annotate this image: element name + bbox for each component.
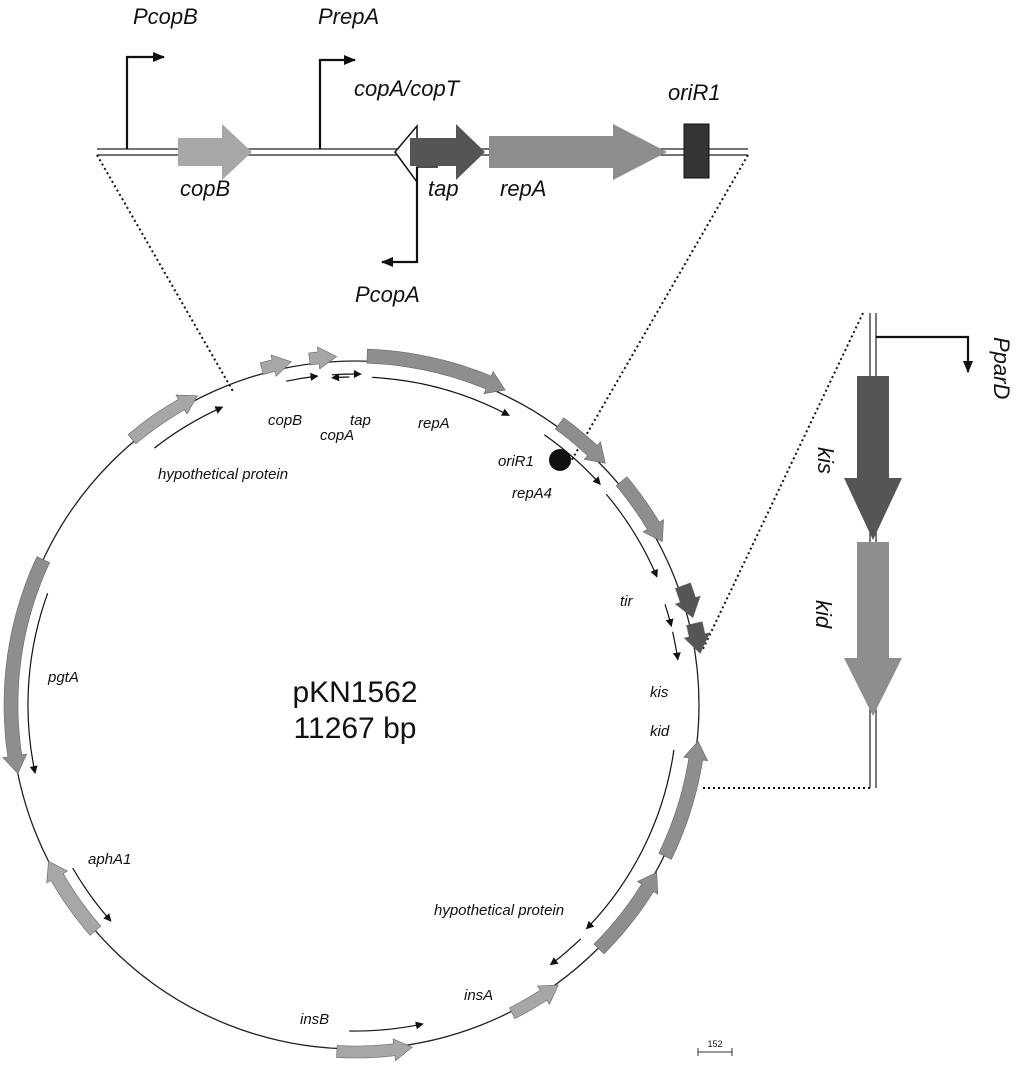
gene-tir-ring: [615, 476, 664, 543]
plasmid-circle: pKN1562 11267 bp copB tap copA repA oriR…: [2, 346, 711, 1062]
kid-gene-arrow: [844, 542, 902, 716]
orf-repa-arrow: [372, 376, 510, 416]
gene-copb2-ring: [308, 346, 338, 370]
orf-insb-arrow: [349, 1021, 424, 1032]
circle-label-kis: kis: [650, 684, 669, 701]
tap-label: tap: [428, 176, 459, 201]
orf-tir-arrow: [605, 493, 658, 578]
circle-label-repa4: repA4: [512, 485, 552, 502]
pcopa-promoter-arrow: [381, 167, 419, 267]
circle-label-tap: tap: [350, 412, 371, 429]
repa-label: repA: [500, 176, 546, 201]
orf-kis-arrow: [664, 604, 674, 628]
copb-label: copB: [180, 176, 230, 201]
gene-insb-ring: [336, 1038, 413, 1062]
scale-bar: 152: [697, 1039, 733, 1056]
orf-tap-arrow: [331, 369, 362, 378]
orf-hyp-top-arrow: [153, 406, 224, 449]
gene-copb-ring: [259, 354, 292, 377]
circle-label-insb: insB: [300, 1011, 329, 1028]
prepa-promoter-arrow: [318, 55, 356, 149]
scale-bar-label: 152: [707, 1039, 722, 1049]
gene-repa4-ring: [554, 417, 606, 464]
circle-label-copb: copB: [268, 412, 302, 429]
gene-hyp-top-ring: [127, 394, 199, 445]
top-inset-left-connector: [96, 154, 235, 394]
gene-hyp-bottom-ring: [658, 740, 709, 860]
circle-label-repa: repA: [418, 415, 450, 432]
plasmid-name: pKN1562: [292, 676, 417, 709]
gene-kis-ring: [674, 582, 701, 619]
tap-gene-arrow: [410, 124, 485, 180]
orf-pgta-arrow: [27, 592, 49, 774]
orir1-box: [683, 123, 710, 179]
right-inset-top-connector: [702, 312, 864, 650]
gene-apha1-ring: [46, 860, 102, 936]
gene-repa-ring: [366, 348, 506, 395]
gene-pgta-ring: [2, 556, 50, 775]
repa-gene-arrow: [489, 124, 667, 180]
kis-gene-arrow: [844, 376, 902, 540]
circle-label-apha1: aphA1: [88, 851, 131, 868]
pcopa-label: PcopA: [355, 282, 420, 307]
copb-gene-arrow: [178, 124, 252, 180]
orf-kid-arrow: [672, 631, 681, 661]
circle-label-pgta: pgtA: [47, 669, 79, 686]
orf-repa4-arrow: [543, 434, 601, 485]
pcopb-label: PcopB: [133, 4, 198, 29]
ppard-label: PparD: [989, 337, 1014, 399]
circle-label-insa: insA: [464, 987, 493, 1004]
circle-label-kid: kid: [650, 723, 670, 740]
feature-arcs: [2, 346, 711, 1062]
orf-hyp-bottom-arrow: [585, 749, 675, 930]
ppard-promoter-arrow: [876, 335, 973, 373]
circle-label-tir: tir: [620, 593, 634, 610]
circle-label-orir1: oriR1: [498, 453, 534, 470]
orf-arrows: [27, 369, 681, 1032]
kis-label: kis: [813, 447, 838, 474]
plasmid-size: 11267 bp: [294, 712, 417, 745]
kid-label: kid: [811, 600, 836, 629]
orf-copb-arrow: [286, 372, 319, 382]
circle-label-hypothetical-bottom: hypothetical protein: [434, 902, 564, 919]
gene-insa-ring: [593, 871, 659, 955]
gene-insa2-ring: [508, 984, 559, 1020]
circle-label-hypothetical-top: hypothetical protein: [158, 466, 288, 483]
gene-kid-ring: [683, 621, 711, 654]
orf-copa-arrow: [331, 373, 350, 382]
pcopb-promoter-arrow: [125, 52, 165, 149]
orf-apha1-arrow: [72, 867, 112, 922]
top-inset: PcopB copB PrepA copA/copT tap PcopA rep…: [96, 4, 749, 464]
orf-insa-arrow: [549, 938, 582, 966]
circle-label-copa: copA: [320, 427, 354, 444]
prepa-label: PrepA: [318, 4, 379, 29]
top-inset-right-connector: [569, 154, 749, 464]
orir1-label: oriR1: [668, 80, 721, 105]
orir1-dot: [549, 449, 571, 471]
right-inset: PparD kis kid: [702, 312, 1014, 789]
copa-copt-label: copA/copT: [354, 76, 461, 101]
